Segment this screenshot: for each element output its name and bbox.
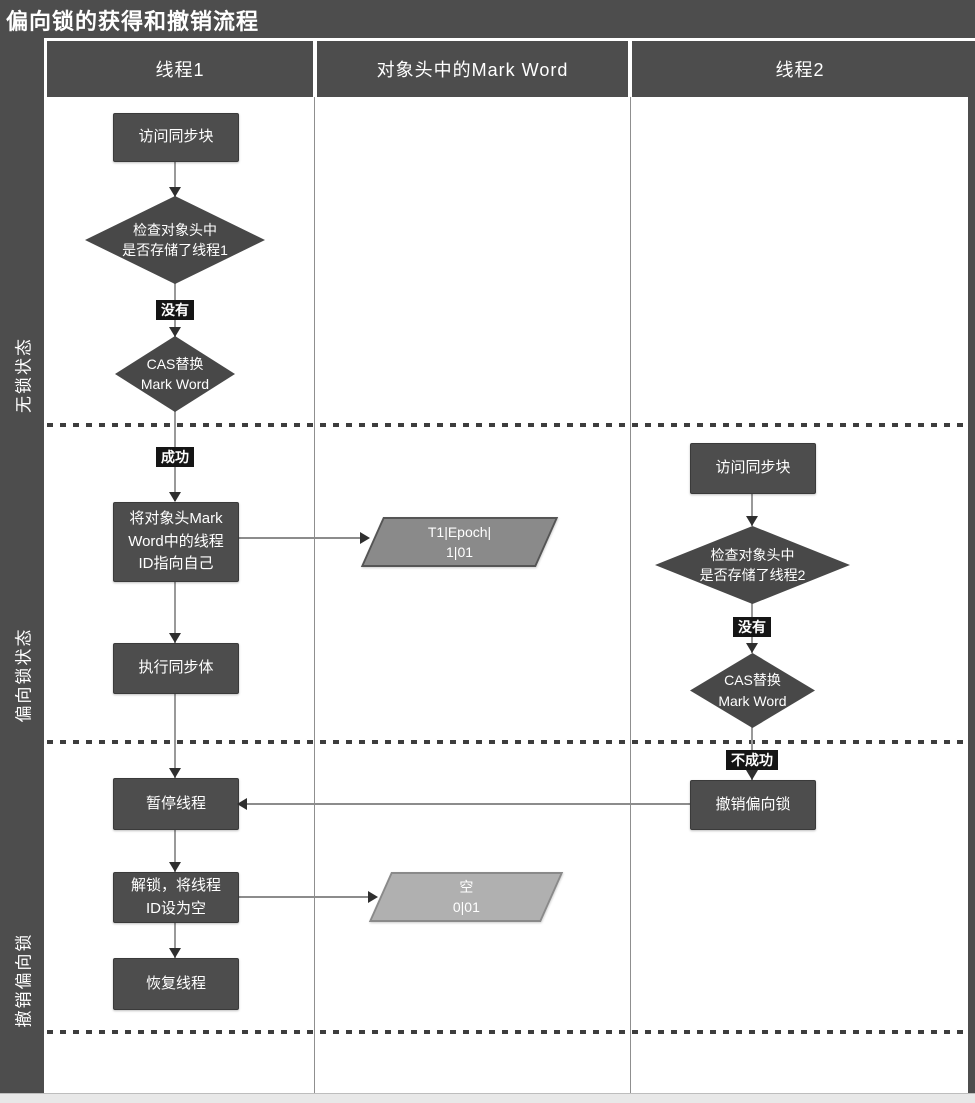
node-t2-check-header-decision: 检查对象头中 是否存储了线程2 bbox=[655, 526, 850, 604]
connector-t1-6 bbox=[174, 828, 176, 872]
arrow-head-down bbox=[169, 187, 181, 197]
arrow-head-down bbox=[746, 770, 758, 780]
node-t2-cas-replace-decision: CAS替换 Mark Word bbox=[690, 653, 815, 728]
arrow-head-down bbox=[169, 327, 181, 337]
node-markword-biased-state: T1|Epoch| 1|01 bbox=[360, 517, 559, 567]
arrow-head-right bbox=[360, 532, 370, 544]
edge-label-t2-no: 没有 bbox=[733, 617, 771, 638]
edge-label-t1-success: 成功 bbox=[156, 447, 194, 468]
lane-divider-1 bbox=[47, 423, 968, 427]
arrow-head-down bbox=[746, 516, 758, 526]
connector-t1-to-markword-2 bbox=[237, 896, 368, 898]
lane-divider-3 bbox=[47, 1030, 968, 1034]
markword-biased-state-label: T1|Epoch| 1|01 bbox=[427, 523, 492, 560]
node-t2-revoke-biased-lock: 撤销偏向锁 bbox=[690, 780, 816, 830]
node-t1-execute-sync-body: 执行同步体 bbox=[113, 643, 239, 694]
arrow-head-down bbox=[169, 768, 181, 778]
node-t1-resume-thread: 恢复线程 bbox=[113, 958, 239, 1010]
edge-label-t2-fail: 不成功 bbox=[726, 750, 778, 771]
connector-t1-4 bbox=[174, 580, 176, 643]
connector-t1-to-markword-1 bbox=[237, 537, 362, 539]
lane-label-revoke-biased: 撤销偏向锁 bbox=[14, 932, 34, 1028]
arrow-head-down bbox=[169, 862, 181, 872]
node-t1-pause-thread: 暂停线程 bbox=[113, 778, 239, 830]
node-t1-unlock-clear-id: 解锁，将线程 ID设为空 bbox=[113, 872, 239, 923]
title-bar bbox=[0, 0, 975, 38]
node-t1-cas-replace-decision: CAS替换 Mark Word bbox=[115, 336, 235, 412]
arrow-head-down bbox=[169, 948, 181, 958]
lane-sidebar bbox=[0, 38, 44, 1093]
edge-label-t1-no: 没有 bbox=[156, 300, 194, 321]
page-title: 偏向锁的获得和撤销流程 bbox=[6, 9, 260, 34]
connector-t1-1 bbox=[174, 160, 176, 198]
column-header-thread1: 线程1 bbox=[47, 41, 313, 97]
connector-t1-7 bbox=[174, 921, 176, 958]
arrow-head-left bbox=[237, 798, 247, 810]
arrow-head-down bbox=[169, 492, 181, 502]
arrow-head-down bbox=[746, 643, 758, 653]
column-header-markword: 对象头中的Mark Word bbox=[317, 41, 628, 97]
arrow-head-right bbox=[368, 891, 378, 903]
markword-empty-state-label: 空 0|01 bbox=[452, 878, 480, 915]
lane-label-biased-lock: 偏向锁状态 bbox=[14, 627, 34, 723]
connector-t2-1 bbox=[751, 492, 753, 526]
lane-divider-2 bbox=[47, 740, 968, 744]
bottom-margin bbox=[0, 1093, 975, 1103]
arrow-head-down bbox=[169, 633, 181, 643]
column-header-thread2: 线程2 bbox=[632, 41, 968, 97]
node-t1-check-header-decision: 检查对象头中 是否存储了线程1 bbox=[85, 196, 265, 284]
column-separator-1 bbox=[314, 97, 315, 1093]
lane-label-lock-free: 无锁状态 bbox=[14, 337, 34, 413]
node-markword-empty-state: 空 0|01 bbox=[368, 872, 564, 922]
diagram-right-border bbox=[968, 41, 975, 1093]
node-t2-access-sync-block: 访问同步块 bbox=[690, 443, 816, 494]
connector-t2-to-t1 bbox=[247, 803, 690, 805]
node-t1-access-sync-block: 访问同步块 bbox=[113, 113, 239, 162]
column-separator-2 bbox=[630, 97, 631, 1093]
connector-t1-5 bbox=[174, 692, 176, 778]
node-t1-set-thread-id: 将对象头Mark Word中的线程 ID指向自己 bbox=[113, 502, 239, 582]
